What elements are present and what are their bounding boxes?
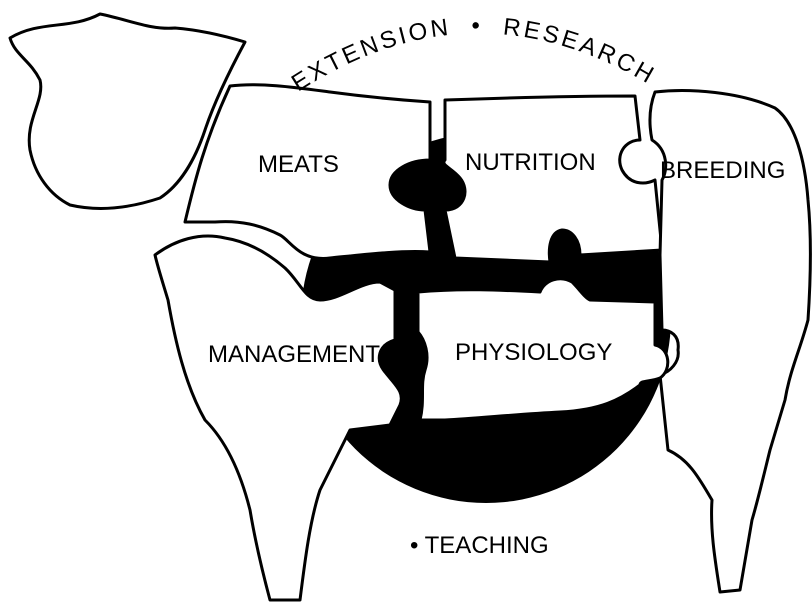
research-text: RESEARCH bbox=[502, 13, 661, 90]
physiology-label: PHYSIOLOGY bbox=[455, 339, 612, 366]
teaching-label: • TEACHING bbox=[410, 532, 549, 559]
management-piece bbox=[155, 236, 401, 600]
extension-research-arc: EXTENSION • RESEARCH bbox=[287, 12, 661, 97]
extension-text: EXTENSION bbox=[287, 14, 453, 97]
nutrition-label: NUTRITION bbox=[465, 149, 596, 176]
management-label: MANAGEMENT bbox=[208, 341, 380, 368]
breeding-label: BREEDING bbox=[660, 157, 785, 184]
meats-label: MEATS bbox=[258, 151, 339, 178]
nutrition-piece bbox=[444, 96, 662, 262]
arc-separator: • bbox=[471, 12, 483, 39]
